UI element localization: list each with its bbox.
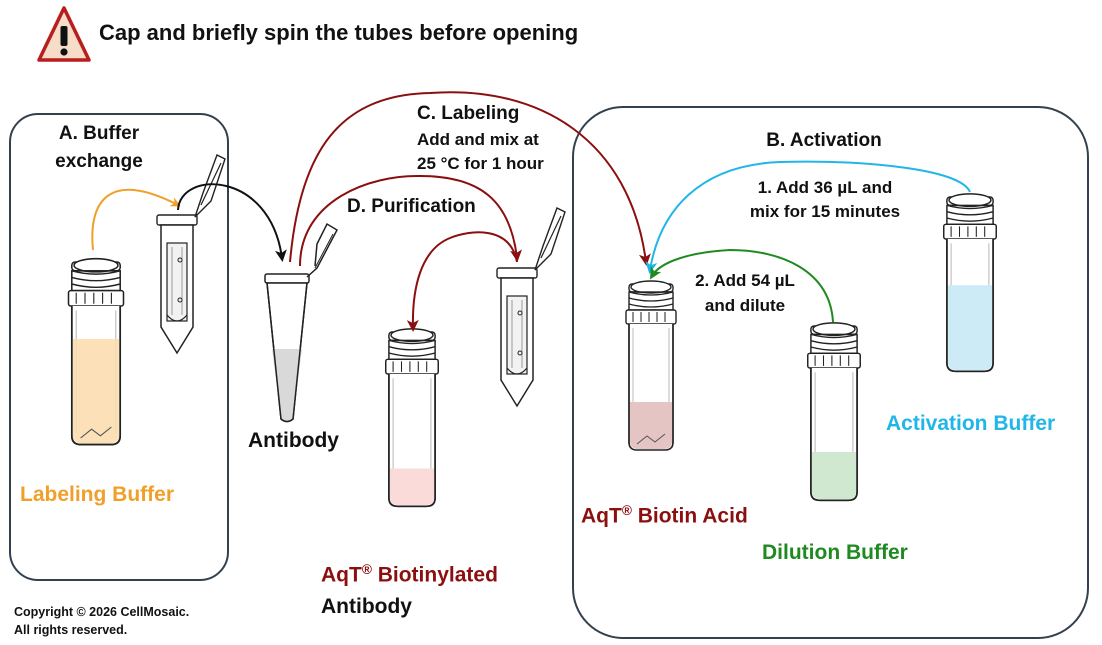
activation-buffer-label: Activation Buffer bbox=[886, 412, 1056, 435]
arrow-buffer-to-column bbox=[91, 188, 181, 251]
biotinylated-antibody-label-line2: Antibody bbox=[321, 595, 412, 618]
buffer-exchange-panel bbox=[9, 113, 229, 581]
step-c-line1: Add and mix at bbox=[417, 130, 539, 149]
labeling-buffer-label: Labeling Buffer bbox=[20, 483, 175, 506]
biotinylated-antibody-tube bbox=[384, 328, 440, 508]
arrow-activation-step1 bbox=[645, 160, 971, 274]
arrow-column-to-product bbox=[406, 231, 518, 332]
step-b-title: B. Activation bbox=[766, 130, 882, 151]
biotinylated-antibody-label: AqT® Biotinylated bbox=[321, 562, 498, 587]
activation-panel bbox=[572, 106, 1089, 639]
step-c-line2: 25 °C for 1 hour bbox=[417, 154, 544, 173]
activation-step2-line1: 2. Add 54 µL bbox=[695, 271, 795, 290]
biotin-acid-tube bbox=[625, 280, 677, 462]
activation-buffer-tube bbox=[942, 193, 998, 373]
antibody-tube bbox=[264, 222, 338, 423]
spin-column-1 bbox=[156, 154, 226, 355]
labeling-buffer-tube-outline bbox=[70, 306, 122, 446]
warning-triangle-icon bbox=[37, 6, 91, 62]
warning-message: Cap and briefly spin the tubes before op… bbox=[99, 20, 579, 45]
arrow-activation-step2 bbox=[650, 248, 834, 323]
dilution-buffer-label: Dilution Buffer bbox=[762, 541, 908, 564]
copyright-line2: All rights reserved. bbox=[14, 623, 128, 637]
arrow-labeling bbox=[289, 91, 651, 266]
step-c-title: C. Labeling bbox=[417, 103, 520, 124]
biotin-acid-label: AqT® Biotin Acid bbox=[581, 503, 748, 528]
antibody-label: Antibody bbox=[248, 429, 339, 452]
arrow-purification bbox=[299, 174, 522, 267]
activation-step2-line2: and dilute bbox=[704, 296, 786, 315]
activation-step1-line1: 1. Add 36 µL and bbox=[757, 178, 893, 197]
copyright-line1: Copyright © 2026 CellMosaic. bbox=[14, 605, 190, 619]
step-d-title: D. Purification bbox=[347, 196, 476, 217]
dilution-buffer-tube bbox=[806, 322, 862, 502]
spin-column-2 bbox=[496, 207, 566, 408]
step-a-line2: exchange bbox=[55, 151, 143, 172]
arrow-column-to-antibody bbox=[177, 183, 287, 262]
labeling-buffer-tube bbox=[67, 257, 125, 446]
activation-step1-line2: mix for 15 minutes bbox=[749, 202, 901, 221]
step-a-line1: A. Buffer bbox=[58, 123, 140, 144]
